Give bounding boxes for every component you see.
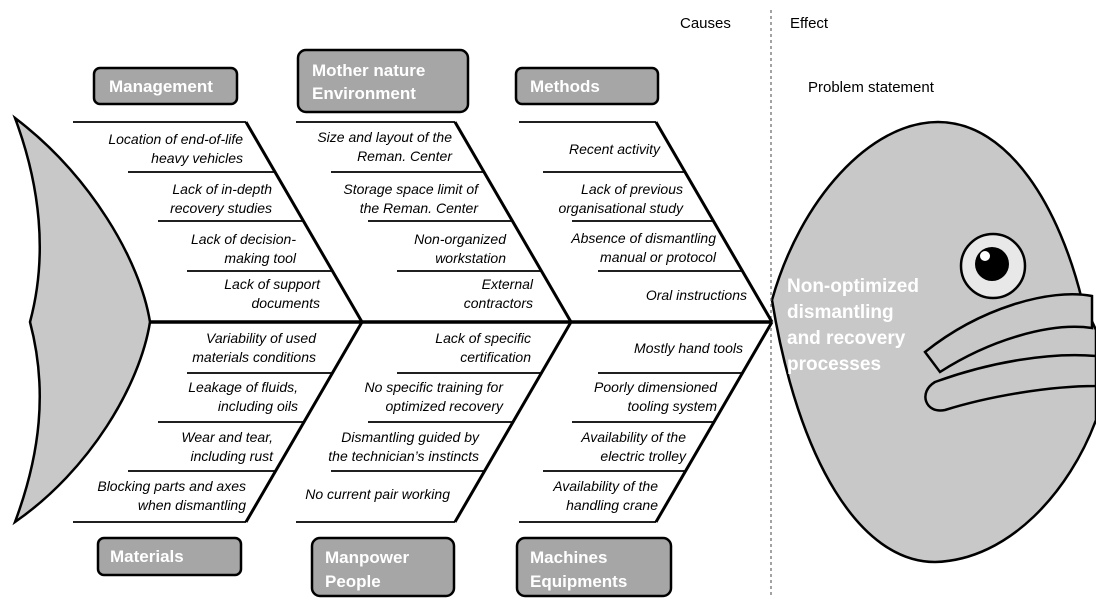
category-label-methods: Methods: [530, 77, 600, 96]
effect-line-1: Non-optimized: [787, 276, 919, 297]
cause-label: Wear and tear,: [181, 429, 273, 445]
bone-methods: [654, 121, 774, 323]
cause-label: electric trolley: [600, 448, 687, 464]
category-label-manpower-line1: Manpower: [325, 548, 409, 567]
cause-label: workstation: [435, 250, 506, 266]
cause-label: optimized recovery: [386, 398, 504, 414]
cause-label: the Reman. Center: [360, 200, 480, 216]
fish-lower-lip: [924, 353, 1096, 412]
cause-label: organisational study: [558, 200, 684, 216]
cause-label: Storage space limit of: [343, 181, 480, 197]
category-label-management: Management: [109, 77, 213, 96]
cause-label: Blocking parts and axes: [97, 478, 246, 494]
category-label-environment-line1: Mother nature: [312, 61, 425, 80]
fish-upper-lip: [923, 293, 1094, 374]
cause-label: No specific training for: [364, 379, 504, 395]
cause-label: Variability of used: [206, 330, 317, 346]
cause-label: External: [482, 276, 534, 292]
fish-head: [770, 120, 1096, 564]
bone-environment: [453, 121, 573, 323]
cause-label: Lack of in-depth: [172, 181, 272, 197]
fish-pupil: [975, 247, 1009, 281]
cause-label: No current pair working: [305, 486, 450, 502]
category-box-materials: [96, 536, 243, 577]
category-label-materials: Materials: [110, 547, 184, 566]
cause-label: including rust: [191, 448, 275, 464]
cause-label: Leakage of fluids,: [188, 379, 298, 395]
cause-label: Mostly hand tools: [634, 340, 743, 356]
cause-label: contractors: [464, 295, 533, 311]
cause-label: Lack of decision-: [191, 231, 296, 247]
cause-label: when dismantling: [138, 497, 246, 513]
cause-label: Availability of the: [580, 429, 686, 445]
category-box-machines: [515, 536, 673, 598]
cause-label: manual or protocol: [600, 249, 717, 265]
bone-management: [244, 121, 364, 323]
cause-label: Non-organized: [414, 231, 507, 247]
category-box-manpower: [310, 536, 456, 598]
cause-label: Dismantling guided by: [341, 429, 480, 445]
cause-label: heavy vehicles: [151, 150, 243, 166]
cause-label: Absence of dismantling: [570, 230, 716, 246]
cause-label: documents: [252, 295, 320, 311]
causes-header: Causes: [680, 15, 731, 32]
cause-label: Availability of the: [552, 478, 658, 494]
effect-header: Effect: [790, 15, 829, 32]
effect-line-2: dismantling: [787, 302, 894, 323]
cause-label: Size and layout of the: [317, 129, 452, 145]
cause-label: Reman. Center: [357, 148, 453, 164]
cause-label: making tool: [224, 250, 296, 266]
fish-tail: [12, 114, 152, 526]
category-label-manpower-line2: People: [325, 572, 381, 591]
problem-statement-label: Problem statement: [808, 79, 935, 96]
cause-label: certification: [460, 349, 531, 365]
cause-label: Lack of specific: [435, 330, 531, 346]
category-box-methods: [514, 66, 660, 106]
category-box-management: [92, 66, 239, 106]
cause-label: the technician’s instincts: [328, 448, 479, 464]
effect-line-4: processes: [787, 354, 881, 375]
cause-label: handling crane: [566, 497, 658, 513]
cause-label: including oils: [218, 398, 298, 414]
cause-label: Location of end-of-life: [108, 131, 243, 147]
cause-label: Poorly dimensioned: [594, 379, 718, 395]
cause-label: Recent activity: [569, 141, 661, 157]
cause-label: Lack of support: [224, 276, 321, 292]
cause-label: materials conditions: [192, 349, 316, 365]
category-label-machines-line1: Machines: [530, 548, 607, 567]
cause-label: Lack of previous: [581, 181, 683, 197]
cause-label: tooling system: [628, 398, 718, 414]
fish-eye-highlight: [980, 251, 990, 261]
category-label-environment-line2: Environment: [312, 84, 416, 103]
category-box-environment: [296, 48, 470, 114]
effect-line-3: and recovery: [787, 328, 906, 349]
cause-label: Oral instructions: [646, 287, 747, 303]
cause-label: recovery studies: [170, 200, 272, 216]
category-label-machines-line2: Equipments: [530, 572, 627, 591]
